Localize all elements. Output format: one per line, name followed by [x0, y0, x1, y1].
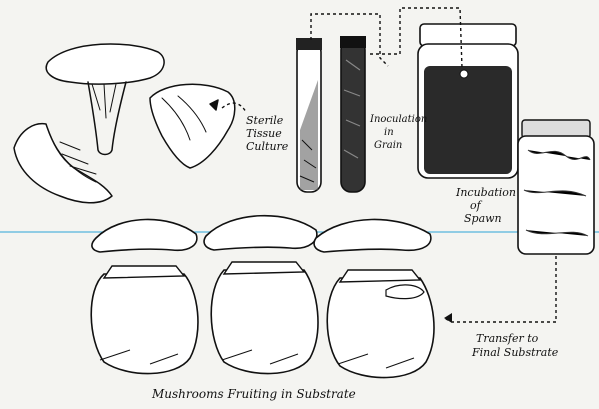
- substrate-jar: [518, 120, 594, 254]
- label-inoc-2: in: [384, 127, 394, 138]
- fruiting-bag-1: [91, 219, 198, 373]
- spawn-jar: [418, 24, 518, 178]
- label-sterile-1: Sterile: [246, 114, 284, 127]
- mushroom-left: [14, 124, 112, 203]
- label-transfer-2: Final Substrate: [471, 346, 559, 359]
- label-spawn-3: Spawn: [464, 212, 502, 225]
- label-inoc-1: Inoculation: [369, 114, 427, 125]
- label-transfer-1: Transfer to: [476, 332, 539, 345]
- label-sterile-3: Culture: [246, 140, 289, 153]
- arrow-to-substrate: [444, 256, 556, 322]
- label-inoc-3: Grain: [374, 140, 402, 151]
- test-tube-grain: [340, 36, 366, 192]
- label-sterile-2: Tissue: [246, 127, 282, 140]
- fruiting-bag-2: [204, 216, 318, 374]
- fruiting-bag-3: [314, 219, 434, 377]
- test-tube-culture: [296, 38, 322, 192]
- label-spawn-2: of: [470, 199, 483, 212]
- mushroom-right: [150, 84, 235, 168]
- label-fruiting: Mushrooms Fruiting in Substrate: [151, 387, 356, 401]
- mushroom-top: [46, 44, 164, 155]
- label-spawn-1: Incubation: [455, 186, 516, 199]
- arrow-head: [444, 313, 452, 323]
